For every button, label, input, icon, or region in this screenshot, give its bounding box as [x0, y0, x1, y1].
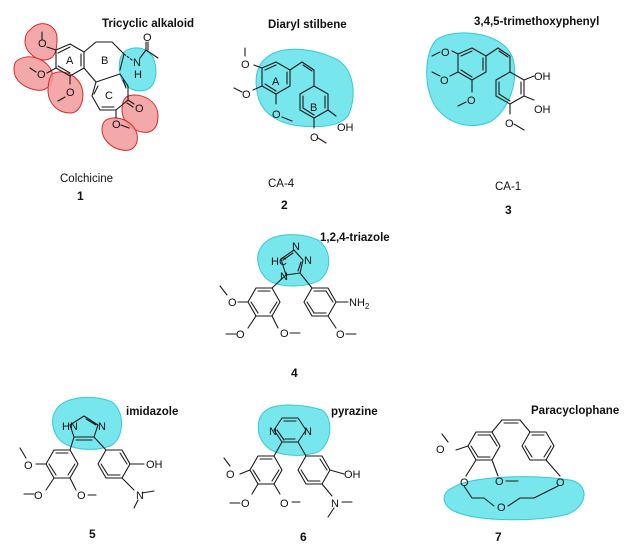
stilbene-highlight — [255, 48, 354, 128]
pyrazine-highlight — [257, 404, 331, 456]
atom-label: O — [38, 38, 47, 50]
nh-text: NH — [349, 297, 365, 309]
ring-label-b: B — [101, 55, 108, 67]
atom-label: O — [24, 460, 33, 472]
methoxy-highlight-3 — [47, 71, 84, 114]
compound-7-paracyclophane: O O O O O Paracyclophane 7 — [436, 405, 619, 544]
atom-label: O — [336, 329, 345, 341]
compound-3-ca1: O O O O OH OH 3,4,5-trimethoxyphenyl CA-… — [426, 16, 599, 217]
compound-5-imidazole: HN N O O O OH N imidazole 5 — [19, 396, 178, 541]
atom-label: OH — [344, 469, 361, 481]
compound-2-name: CA-4 — [268, 178, 295, 190]
compound-6-title: pyrazine — [331, 406, 378, 418]
compound-7-title: Paracyclophane — [531, 405, 619, 417]
atom-label: OH — [146, 459, 163, 471]
atom-label: O — [272, 109, 281, 121]
atom-label: OH — [534, 104, 551, 116]
compound-3-name: CA-1 — [495, 181, 521, 193]
atom-label: N — [304, 426, 312, 438]
imidazole-highlight — [52, 396, 122, 450]
atom-label: OH — [337, 122, 354, 134]
atom-label: O — [37, 69, 46, 81]
ring-label-a: A — [272, 76, 280, 88]
compound-1-name: Colchicine — [60, 173, 113, 185]
ring-label-a: A — [66, 55, 74, 67]
atom-label: O — [77, 490, 86, 502]
compound-1-title: Tricyclic alkaloid — [102, 18, 194, 30]
triazole-highlight — [257, 234, 330, 287]
atom-label: O — [280, 498, 289, 510]
atom-label: O — [236, 329, 245, 341]
atom-label: N — [304, 255, 312, 267]
compound-2-title: Diaryl stilbene — [268, 19, 347, 31]
atom-label: O — [440, 75, 449, 87]
compound-1-colchicine: O O O O O N H O A B C Tricyclic alkaloid… — [13, 18, 194, 203]
atom-label: O — [436, 444, 445, 456]
atom-label: O — [112, 119, 121, 131]
atom-label: O — [34, 490, 43, 502]
atom-label: OH — [534, 71, 551, 83]
compound-2-number: 2 — [281, 198, 288, 212]
atom-label: H — [134, 69, 142, 81]
atom-label: O — [497, 502, 506, 514]
atom-label: O — [495, 476, 504, 488]
atom-label: N — [136, 490, 144, 502]
atom-label: NH2 — [349, 297, 370, 311]
ether-bridge-highlight — [443, 476, 585, 521]
methoxy-highlight-1 — [24, 23, 58, 61]
atom-label: N — [292, 241, 300, 253]
ring-label-b: B — [310, 102, 317, 114]
methoxy-highlight-2 — [13, 56, 54, 91]
compound-4-title: 1,2,4-triazole — [320, 232, 390, 244]
compound-1-number: 1 — [77, 189, 84, 203]
atom-label: O — [556, 477, 565, 489]
atom-label: N — [280, 271, 288, 283]
compound-2-ca4: O O O O OH A B Diaryl stilbene CA-4 2 — [233, 19, 354, 212]
subscript-2: 2 — [365, 302, 370, 311]
compound-5-title: imidazole — [126, 406, 178, 418]
atom-label: O — [460, 477, 469, 489]
atom-label: N — [133, 57, 141, 69]
compound-6-number: 6 — [300, 530, 307, 544]
atom-label: O — [226, 469, 235, 481]
atom-label: N — [331, 498, 339, 510]
atom-label: O — [310, 132, 319, 144]
compound-7-number: 7 — [495, 530, 502, 544]
ring-label-c: C — [105, 90, 113, 102]
atom-label: O — [241, 59, 250, 71]
atom-label: O — [66, 87, 75, 99]
atom-label: O — [467, 95, 476, 107]
atom-label: O — [228, 297, 237, 309]
compound-4-number: 4 — [291, 366, 298, 380]
atom-label: HN — [62, 421, 78, 433]
atom-label: N — [98, 421, 106, 433]
compound-3-title: 3,4,5-trimethoxyphenyl — [474, 16, 599, 28]
atom-label: O — [280, 328, 289, 340]
atom-label: HC — [271, 256, 287, 268]
atom-label: O — [242, 89, 251, 101]
compound-3-number: 3 — [505, 203, 512, 217]
atom-label: O — [143, 32, 152, 44]
atom-label: O — [505, 118, 514, 130]
atom-label: O — [135, 103, 144, 115]
methoxy-highlight-4 — [101, 117, 138, 151]
atom-label: O — [441, 47, 450, 59]
compound-5-number: 5 — [89, 527, 96, 541]
atom-label: N — [269, 426, 277, 438]
compound-4-triazole: HC N N N O O O O NH2 1,2,4-triazole 4 — [219, 232, 390, 380]
atom-label: O — [241, 498, 250, 510]
compound-6-pyrazine: N N O O O OH N pyrazine 6 — [223, 404, 378, 544]
